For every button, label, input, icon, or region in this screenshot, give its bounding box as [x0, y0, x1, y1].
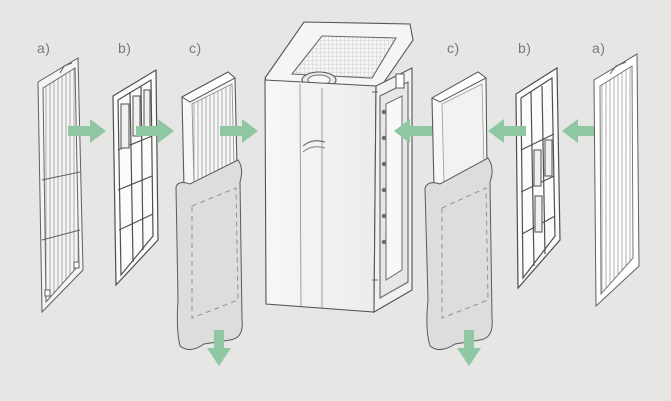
right-grille [516, 68, 560, 288]
right-hepa-filter [425, 72, 492, 350]
left-grille [113, 70, 158, 285]
purifier-body [265, 22, 413, 312]
right-prefilter-panel [594, 54, 639, 306]
left-hepa-filter [176, 72, 242, 350]
left-prefilter-panel [38, 58, 83, 312]
arrow-left-icon [562, 119, 594, 143]
